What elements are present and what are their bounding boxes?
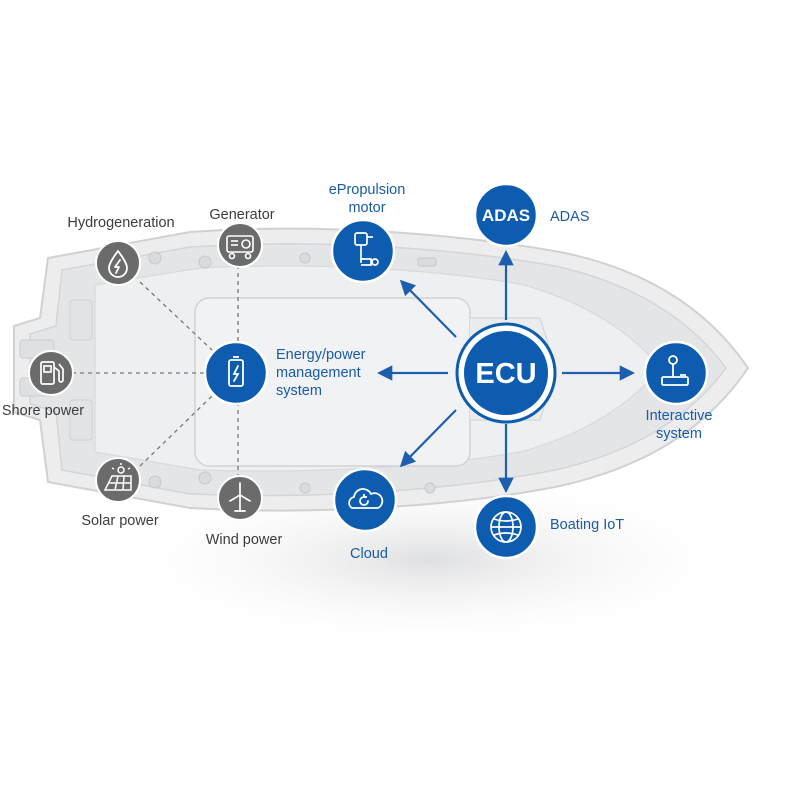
ecu-node: ECU — [455, 322, 557, 424]
label-energy-management: Energy/power management system — [276, 346, 365, 400]
cloud-icon — [348, 488, 384, 509]
energy-management-node — [203, 340, 269, 406]
label-shore-power: Shore power — [1, 403, 85, 419]
label-energy-line-2: management — [276, 365, 361, 381]
generator-icon — [226, 235, 254, 260]
label-generator: Generator — [209, 207, 275, 223]
label-energy-line-3: system — [276, 383, 322, 399]
outboard-motor-icon — [354, 232, 379, 266]
label-adas: ADAS — [550, 209, 590, 225]
solar-panel-icon — [103, 463, 132, 491]
label-boating-iot: Boating IoT — [550, 517, 625, 533]
ecu-label: ECU — [475, 358, 536, 390]
label-epropulsion-line-2: motor — [348, 200, 386, 216]
label-solar-power: Solar power — [81, 513, 159, 529]
label-interactive-line-2: system — [656, 426, 702, 442]
label-cloud: Cloud — [350, 546, 388, 562]
node-adas: ADAS — [473, 182, 539, 248]
water-drop-bolt-icon — [108, 250, 128, 278]
label-epropulsion: ePropulsion motor — [329, 181, 406, 217]
source-wind-power — [217, 475, 263, 521]
energy-connectors — [72, 265, 239, 480]
joystick-icon — [661, 355, 689, 386]
wind-turbine-icon — [229, 482, 251, 512]
label-hydrogeneration: Hydrogeneration — [67, 215, 175, 231]
label-epropulsion-line-1: ePropulsion — [328, 182, 406, 198]
node-interactive — [643, 340, 709, 406]
ecu-arrows — [376, 249, 636, 494]
label-energy-line-1: Energy/power — [276, 347, 366, 363]
node-epropulsion — [330, 218, 396, 284]
adas-icon: ADAS — [482, 206, 530, 225]
boat-shadow — [100, 470, 760, 650]
fuel-pump-icon — [40, 361, 64, 385]
node-cloud — [332, 467, 398, 533]
battery-bolt-icon — [228, 356, 244, 387]
globe-icon — [490, 511, 522, 543]
source-generator — [217, 222, 263, 268]
source-shore-power — [28, 350, 74, 396]
label-interactive-line-1: Interactive — [645, 408, 713, 424]
label-interactive: Interactive system — [646, 407, 713, 443]
source-solar-power — [95, 457, 141, 503]
node-boating-iot — [473, 494, 539, 560]
source-hydrogeneration — [95, 240, 141, 286]
label-wind-power: Wind power — [205, 532, 283, 548]
